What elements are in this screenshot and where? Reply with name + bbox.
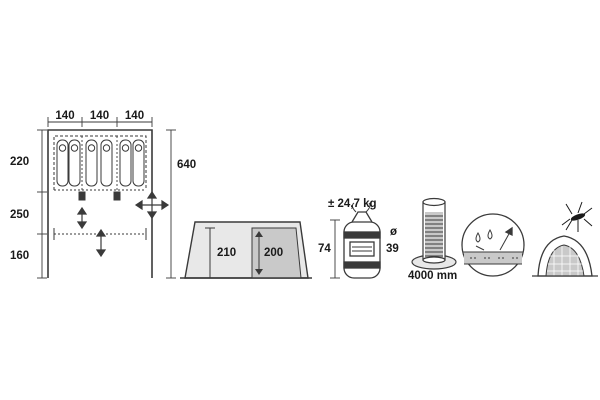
sleeper-6 [132, 139, 145, 187]
mosquito-net-icon [532, 201, 598, 277]
sleeper-2 [68, 139, 81, 187]
sleeping-bag-icons [56, 139, 145, 201]
sleeper-1 [56, 139, 69, 187]
length-label: 640 [177, 159, 196, 171]
bag-diameter-label: 39 [386, 243, 399, 255]
tent-height-icon [180, 221, 312, 279]
sleeper-3 [85, 139, 98, 187]
width-label-3: 140 [125, 110, 144, 122]
weight-label: ± 24,7 kg [328, 198, 377, 210]
sleeper-4 [100, 139, 113, 187]
inner-height-label: 200 [264, 247, 283, 259]
mosquito-icon [561, 201, 593, 232]
diameter-symbol: ø [390, 226, 397, 238]
lantern-icon [113, 191, 121, 201]
width-label-2: 140 [90, 110, 109, 122]
water-column-icon [411, 197, 457, 270]
width-label-1: 140 [55, 110, 74, 122]
bag-length-label: 74 [318, 243, 331, 255]
outer-height-label: 210 [217, 247, 236, 259]
sleeper-5 [119, 139, 132, 187]
pack-bag-icon [330, 202, 381, 279]
height-label-1: 220 [10, 156, 29, 168]
water-column-label: 4000 mm [408, 270, 457, 282]
door-arrows [76, 190, 170, 258]
height-label-2: 250 [10, 209, 29, 221]
lantern-icon [78, 191, 86, 201]
height-label-3: 160 [10, 250, 29, 262]
breathable-fabric-icon [461, 213, 525, 277]
